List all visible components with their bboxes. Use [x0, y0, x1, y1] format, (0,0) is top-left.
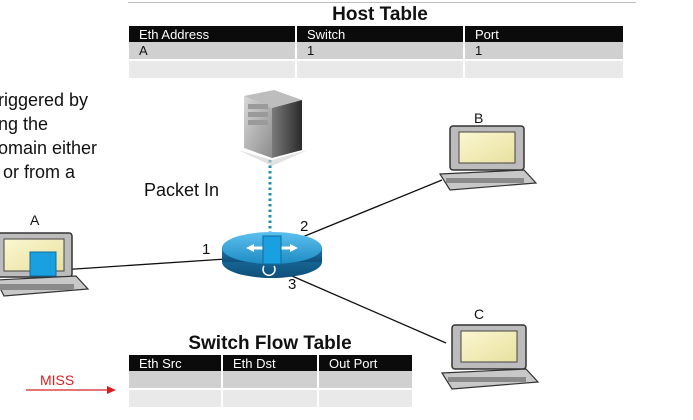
- link-switch-b: [299, 179, 443, 239]
- flow-col-out-port: Out Port: [318, 355, 414, 371]
- host-a-label: A: [30, 212, 40, 228]
- side-text-line: or from a: [0, 162, 76, 182]
- table-row: [129, 389, 414, 409]
- host-c-label: C: [474, 306, 485, 322]
- table-cell: [296, 60, 465, 80]
- host-col-eth-address: Eth Address: [129, 26, 297, 42]
- arrowhead-icon: [107, 386, 116, 394]
- port-2-label: 2: [300, 218, 309, 235]
- miss-label: MISS: [40, 372, 75, 388]
- table-row: A 1 1: [129, 42, 625, 61]
- controller-server-icon: [238, 90, 308, 166]
- side-text-line: ng the: [0, 114, 49, 134]
- side-text-line: riggered by: [0, 90, 89, 110]
- table-cell: A: [129, 42, 297, 61]
- table-row: [129, 60, 625, 80]
- host-b-computer-icon: [438, 125, 538, 191]
- packet-icon: [262, 235, 282, 265]
- table-cell: [129, 371, 223, 390]
- flow-col-eth-dst: Eth Dst: [222, 355, 319, 371]
- flow-col-eth-src: Eth Src: [129, 355, 223, 371]
- host-col-switch: Switch: [296, 26, 465, 42]
- table-row: [129, 371, 414, 390]
- link-a-switch: [59, 258, 227, 271]
- table-cell: 1: [296, 42, 465, 61]
- host-col-port: Port: [464, 26, 625, 42]
- switch-flow-table: Eth Src Eth Dst Out Port: [129, 355, 414, 409]
- host-a-computer-icon: [0, 232, 90, 297]
- packet-in-label: Packet In: [144, 180, 220, 200]
- host-b-label: B: [474, 110, 484, 126]
- openflow-switch-icon: [222, 232, 322, 278]
- table-cell: [318, 389, 414, 409]
- table-cell: 1: [464, 42, 625, 61]
- table-cell: [222, 371, 319, 390]
- host-table-title: Host Table: [332, 4, 428, 25]
- host-table: Eth Address Switch Port A 1 1: [129, 26, 625, 80]
- table-cell: [464, 60, 625, 80]
- host-c-computer-icon: [440, 324, 540, 390]
- port-1-label: 1: [202, 241, 211, 258]
- link-switch-c: [291, 275, 447, 344]
- flow-table-title: Switch Flow Table: [188, 333, 352, 354]
- top-divider: [128, 2, 636, 3]
- side-text: riggered by ng the omain either or from …: [0, 88, 123, 184]
- table-cell: [129, 389, 223, 409]
- table-cell: [222, 389, 319, 409]
- table-cell: [318, 371, 414, 390]
- table-cell: [129, 60, 297, 80]
- side-text-line: omain either: [0, 138, 98, 158]
- port-3-label: 3: [288, 276, 297, 293]
